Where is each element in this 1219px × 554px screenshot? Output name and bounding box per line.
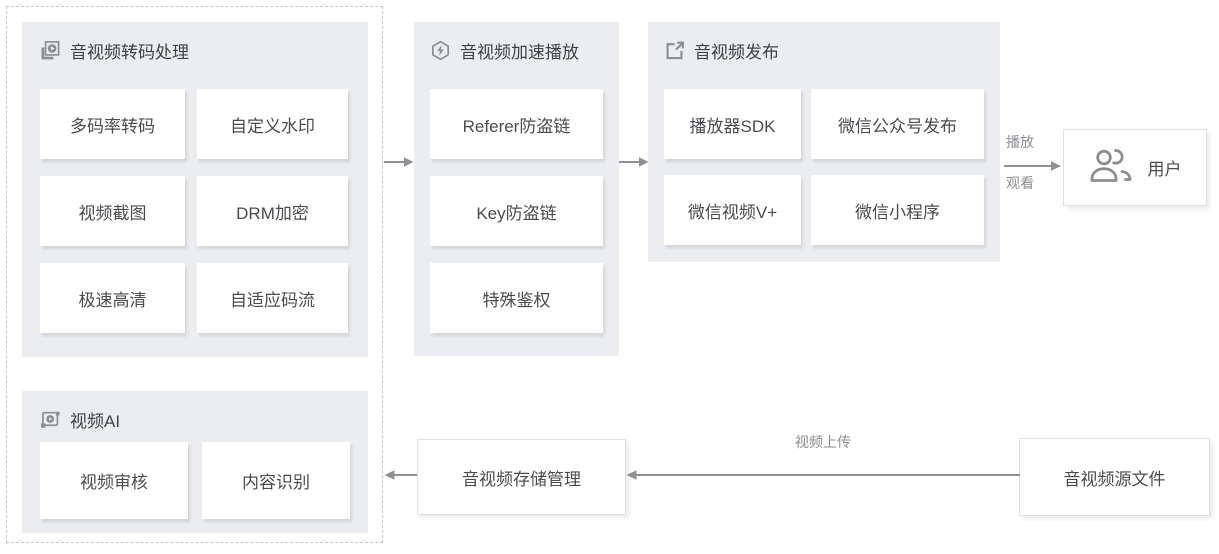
feature-card: Key防盗链 (430, 176, 603, 246)
shield-lightning-icon (430, 40, 451, 61)
panel-accelerate-cards: Referer防盗链 Key防盗链 特殊鉴权 (430, 89, 603, 333)
panel-publish: 音视频发布 播放器SDK 微信公众号发布 微信视频V+ 微信小程序 (648, 22, 1000, 262)
node-source-label: 音视频源文件 (1063, 469, 1166, 489)
feature-card: 播放器SDK (664, 89, 801, 159)
panel-video-ai-header: 视频AI (40, 407, 350, 432)
feature-card: Referer防盗链 (430, 89, 603, 159)
panel-title: 视频AI (70, 412, 121, 431)
panel-publish-cards: 播放器SDK 微信公众号发布 微信视频V+ 微信小程序 (664, 89, 984, 245)
feature-card: DRM加密 (197, 176, 348, 246)
node-source: 音视频源文件 (1019, 438, 1210, 516)
flow-label-upload: 视频上传 (795, 434, 851, 450)
panel-transcode-cards: 多码率转码 自定义水印 视频截图 DRM加密 极速高清 自适应码流 (40, 89, 350, 333)
arrow-publish-to-user (1004, 161, 1061, 171)
arrow-accelerate-to-publish (619, 157, 649, 167)
feature-card: 自定义水印 (197, 89, 348, 159)
panel-title: 音视频加速播放 (460, 43, 579, 62)
flow-label-watch: 观看 (1006, 175, 1034, 191)
feature-card: 微信小程序 (811, 175, 984, 245)
feature-card: 视频审核 (40, 442, 188, 519)
feature-card: 特殊鉴权 (430, 263, 603, 333)
panel-video-ai: 视频AI 视频审核 内容识别 (22, 391, 368, 533)
video-ai-icon (40, 409, 61, 430)
arrow-source-to-storage (626, 470, 1020, 480)
feature-card: 多码率转码 (40, 89, 185, 159)
panel-title: 音视频转码处理 (70, 43, 189, 62)
panel-video-ai-cards: 视频审核 内容识别 (40, 442, 350, 519)
arrow-storage-to-group (384, 470, 417, 480)
feature-card: 微信公众号发布 (811, 89, 984, 159)
feature-card: 自适应码流 (197, 263, 348, 333)
feature-card: 微信视频V+ (664, 175, 801, 245)
video-transcode-icon (40, 40, 61, 61)
feature-card: 内容识别 (202, 442, 350, 519)
share-export-icon (664, 40, 685, 61)
panel-title: 音视频发布 (694, 43, 779, 62)
panel-transcode-header: 音视频转码处理 (40, 38, 350, 63)
node-storage: 音视频存储管理 (417, 439, 626, 515)
users-icon (1089, 147, 1133, 189)
node-storage-label: 音视频存储管理 (462, 469, 581, 489)
flow-label-play: 播放 (1006, 134, 1034, 150)
panel-accelerate: 音视频加速播放 Referer防盗链 Key防盗链 特殊鉴权 (414, 22, 619, 356)
node-user-label: 用户 (1147, 160, 1182, 179)
panel-transcode: 音视频转码处理 多码率转码 自定义水印 视频截图 DRM加密 极速高清 自适应码… (22, 22, 368, 357)
feature-card: 视频截图 (40, 176, 185, 246)
panel-publish-header: 音视频发布 (664, 38, 984, 63)
panel-accelerate-header: 音视频加速播放 (430, 38, 603, 63)
arrow-group-to-accelerate (384, 157, 414, 167)
feature-card: 极速高清 (40, 263, 185, 333)
node-user: 用户 (1063, 129, 1207, 206)
